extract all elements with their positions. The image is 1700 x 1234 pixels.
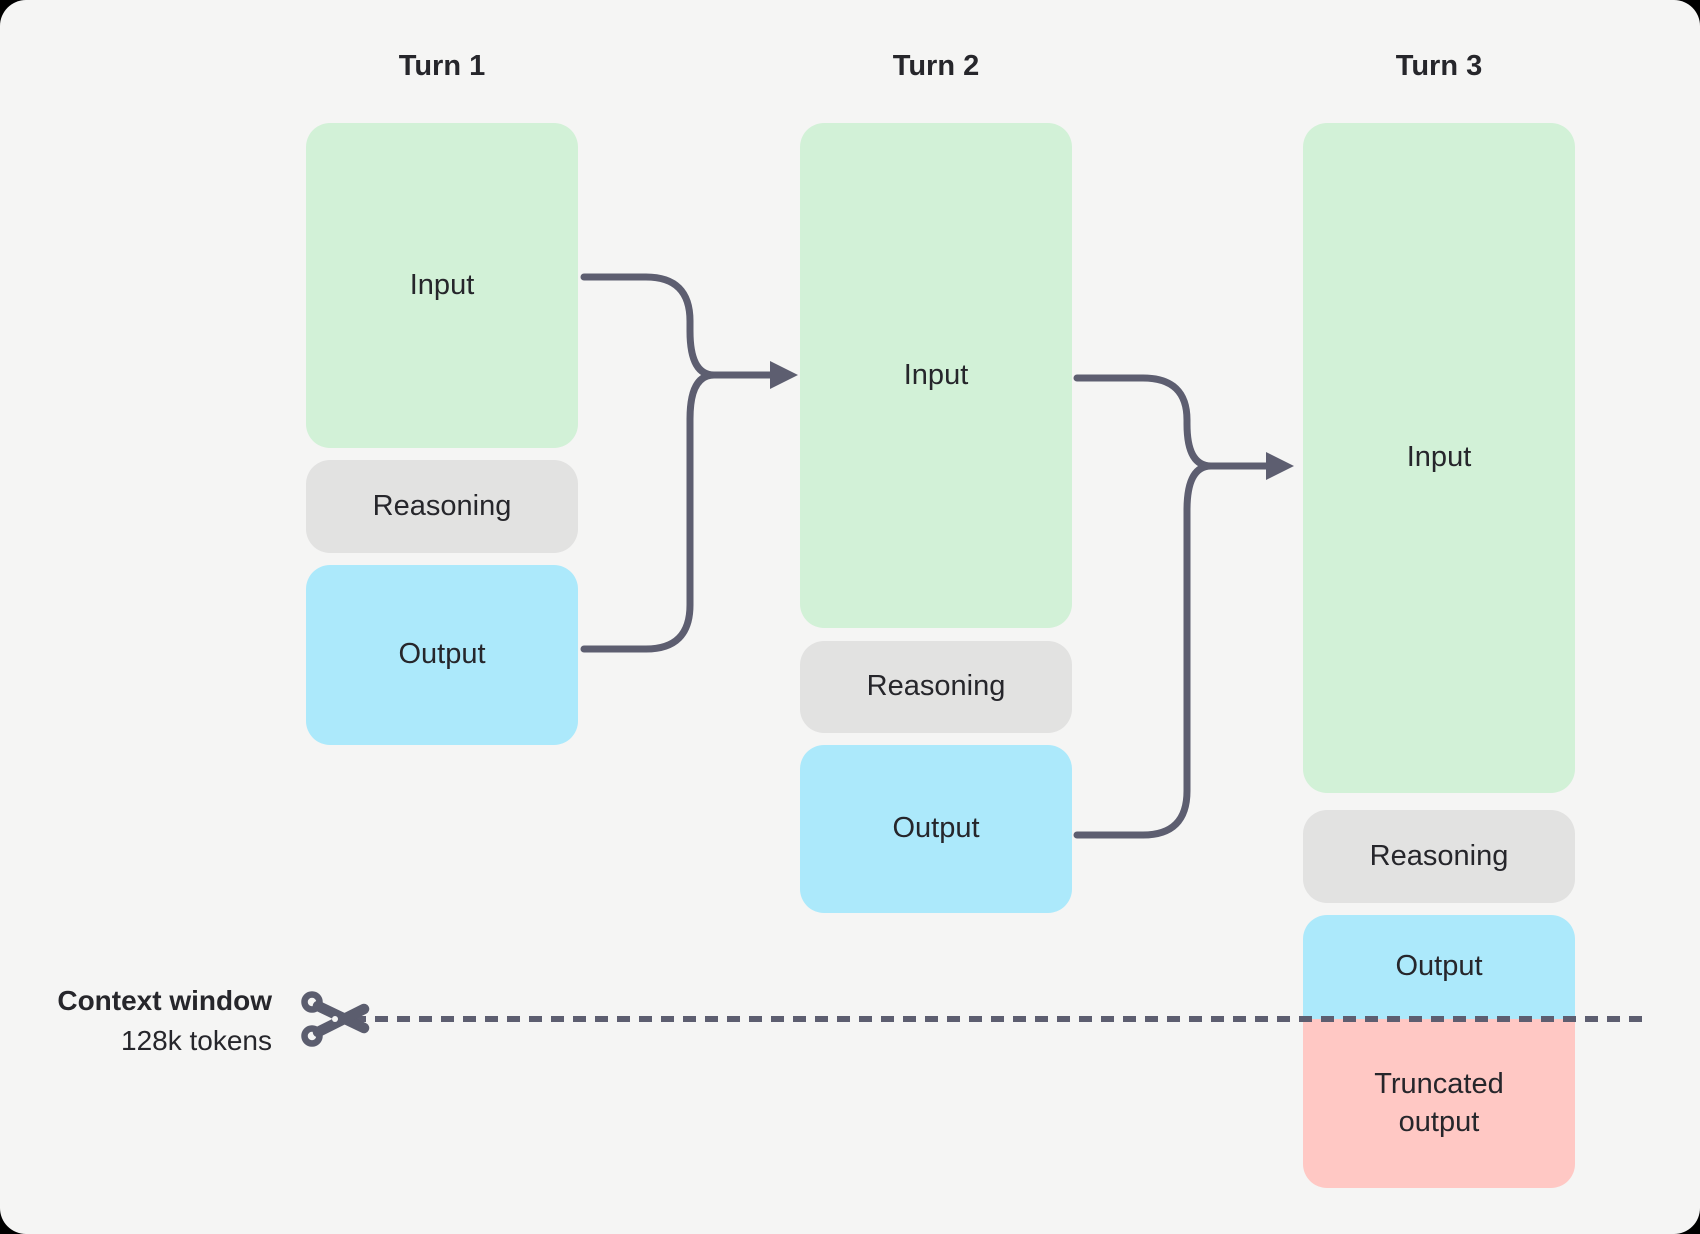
scissors-icon <box>301 991 370 1047</box>
context-window-label: Context window 128k tokens <box>30 981 272 1061</box>
turn-3-output-box: Output <box>1303 915 1575 1019</box>
turn-3-header: Turn 3 <box>1395 50 1483 82</box>
arrow-turn1-to-turn2 <box>580 273 798 653</box>
context-window-title: Context window <box>57 985 272 1016</box>
turn-1-header: Turn 1 <box>398 50 486 82</box>
turn-2-reasoning-box: Reasoning <box>800 641 1072 733</box>
arrow-turn2-to-turn3 <box>1073 374 1294 839</box>
turn-3-input-box: Input <box>1303 123 1575 793</box>
turn-1-reasoning-box: Reasoning <box>306 460 578 553</box>
turn-1-input-box: Input <box>306 123 578 448</box>
turn-1-output-box: Output <box>306 565 578 745</box>
turn-2-header: Turn 2 <box>892 50 980 82</box>
turn-3-truncated-output-box: Truncated output <box>1303 1019 1575 1188</box>
turn-3-reasoning-box: Reasoning <box>1303 810 1575 903</box>
turn-2-input-box: Input <box>800 123 1072 628</box>
turn-2-output-box: Output <box>800 745 1072 913</box>
context-window-tokens: 128k tokens <box>121 1025 272 1056</box>
